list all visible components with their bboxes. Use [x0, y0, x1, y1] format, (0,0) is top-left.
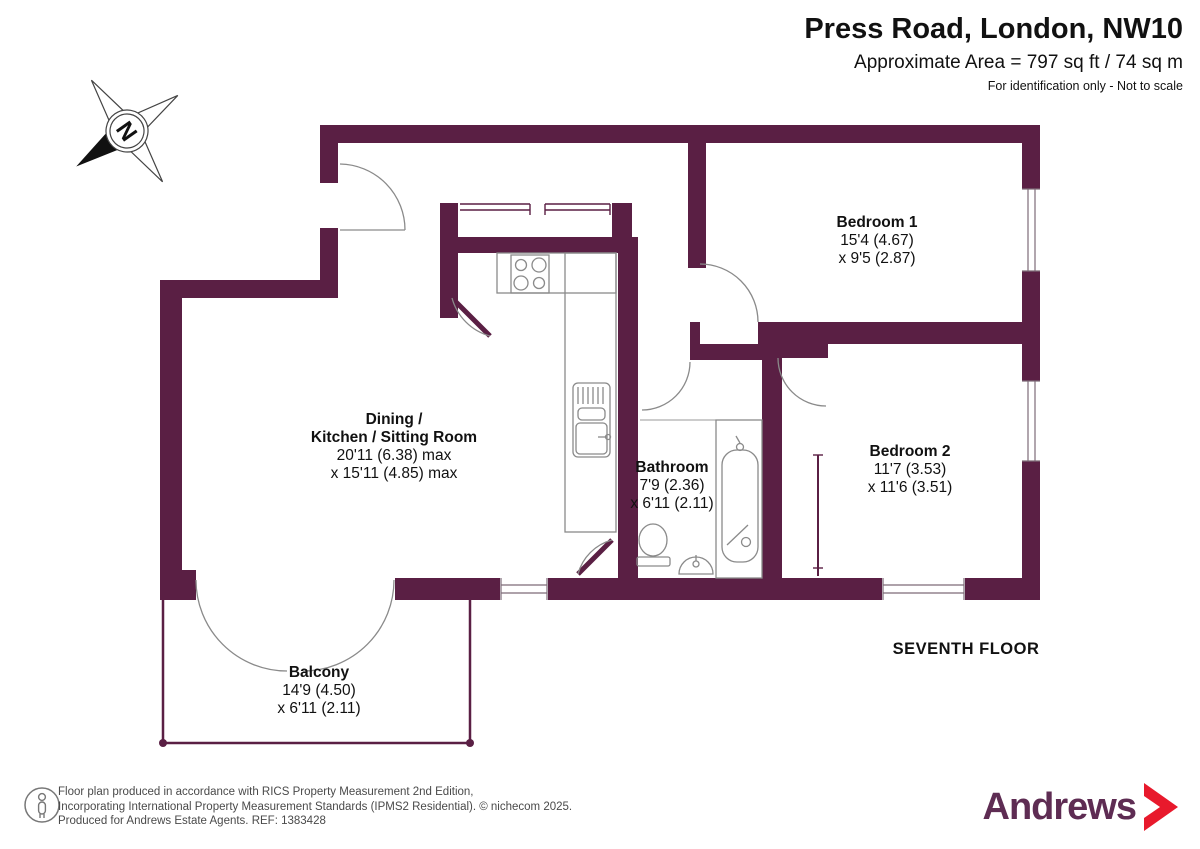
svg-text:Bathroom: Bathroom	[635, 459, 708, 476]
footer-credits: Floor plan produced in accordance with R…	[58, 785, 572, 829]
page-title: Press Road, London, NW10	[804, 13, 1183, 45]
thin-partitions	[460, 203, 823, 576]
front-door	[339, 163, 406, 231]
kitchen-counter-column	[564, 252, 617, 533]
andrews-logo-text: Andrews	[982, 785, 1137, 828]
svg-text:11'7 (3.53): 11'7 (3.53)	[874, 461, 946, 478]
bath-surround	[715, 419, 763, 579]
balcony-railing	[159, 600, 474, 747]
windows	[500, 188, 1040, 600]
kitchen-fixtures	[496, 252, 617, 533]
svg-text:Kitchen / Sitting Room: Kitchen / Sitting Room	[311, 429, 477, 446]
svg-text:x 6'11 (2.11): x 6'11 (2.11)	[630, 495, 713, 512]
svg-text:x 6'11 (2.11): x 6'11 (2.11)	[277, 700, 360, 717]
balcony-door-right-arc	[302, 579, 395, 672]
compass: N	[76, 79, 179, 183]
window-bedroom1-right	[1022, 188, 1040, 272]
label-bathroom: Bathroom 7'9 (2.36) x 6'11 (2.11)	[630, 459, 713, 512]
svg-text:x 11'6 (3.51): x 11'6 (3.51)	[868, 479, 953, 496]
footer-line1: Floor plan produced in accordance with R…	[58, 786, 474, 798]
floor-level-label: SEVENTH FLOOR	[893, 640, 1040, 658]
walls	[160, 125, 1040, 600]
footer: Floor plan produced in accordance with R…	[0, 781, 1200, 841]
svg-text:x 15'11 (4.85) max: x 15'11 (4.85) max	[331, 465, 458, 482]
balcony-door-left-arc	[195, 579, 288, 672]
bedroom1-door-arc	[699, 263, 759, 323]
bathroom-door-arc	[641, 361, 691, 411]
basin	[678, 555, 714, 575]
kitchen-door	[450, 296, 492, 338]
disclaimer-line: For identification only - Not to scale	[987, 79, 1183, 93]
hallway-door	[576, 538, 614, 576]
svg-text:Balcony: Balcony	[289, 664, 350, 681]
person-scale-icon	[24, 787, 60, 823]
bedroom2-door-arc	[777, 357, 827, 407]
svg-text:x 9'5 (2.87): x 9'5 (2.87)	[838, 250, 915, 267]
label-balcony: Balcony 14'9 (4.50) x 6'11 (2.11)	[277, 664, 360, 717]
svg-text:Dining /: Dining /	[366, 411, 424, 428]
bathtub	[721, 435, 759, 563]
doors	[195, 163, 827, 672]
svg-text:Bedroom 2: Bedroom 2	[870, 443, 951, 460]
kitchen-sink	[572, 382, 612, 458]
label-bedroom1: Bedroom 1 15'4 (4.67) x 9'5 (2.87)	[837, 214, 918, 267]
footer-line2: Incorporating International Property Mea…	[58, 800, 573, 813]
andrews-logo: Andrews	[983, 781, 1180, 833]
bathroom-fixtures	[636, 419, 763, 579]
toilet	[636, 523, 671, 567]
window-kitchen-bottom	[500, 578, 548, 600]
room-labels: Dining / Kitchen / Sitting Room 20'11 (6…	[277, 214, 1039, 717]
svg-text:14'9 (4.50): 14'9 (4.50)	[282, 682, 356, 699]
header: Press Road, London, NW10 Approximate Are…	[804, 12, 1183, 93]
window-bedroom2-bottom	[882, 578, 965, 600]
andrews-chevron-icon	[1144, 783, 1178, 831]
svg-text:15'4 (4.67): 15'4 (4.67)	[840, 232, 914, 249]
footer-line3: Produced for Andrews Estate Agents. REF:…	[58, 815, 326, 827]
svg-text:7'9 (2.36): 7'9 (2.36)	[640, 477, 705, 494]
label-dining: Dining / Kitchen / Sitting Room 20'11 (6…	[311, 411, 477, 482]
hob	[510, 254, 550, 294]
window-bedroom2-right	[1022, 380, 1040, 462]
svg-text:20'11 (6.38) max: 20'11 (6.38) max	[337, 447, 452, 464]
svg-text:Bedroom 1: Bedroom 1	[837, 214, 918, 231]
label-bedroom2: Bedroom 2 11'7 (3.53) x 11'6 (3.51)	[868, 443, 953, 496]
area-line: Approximate Area = 797 sq ft / 74 sq m	[854, 52, 1183, 73]
